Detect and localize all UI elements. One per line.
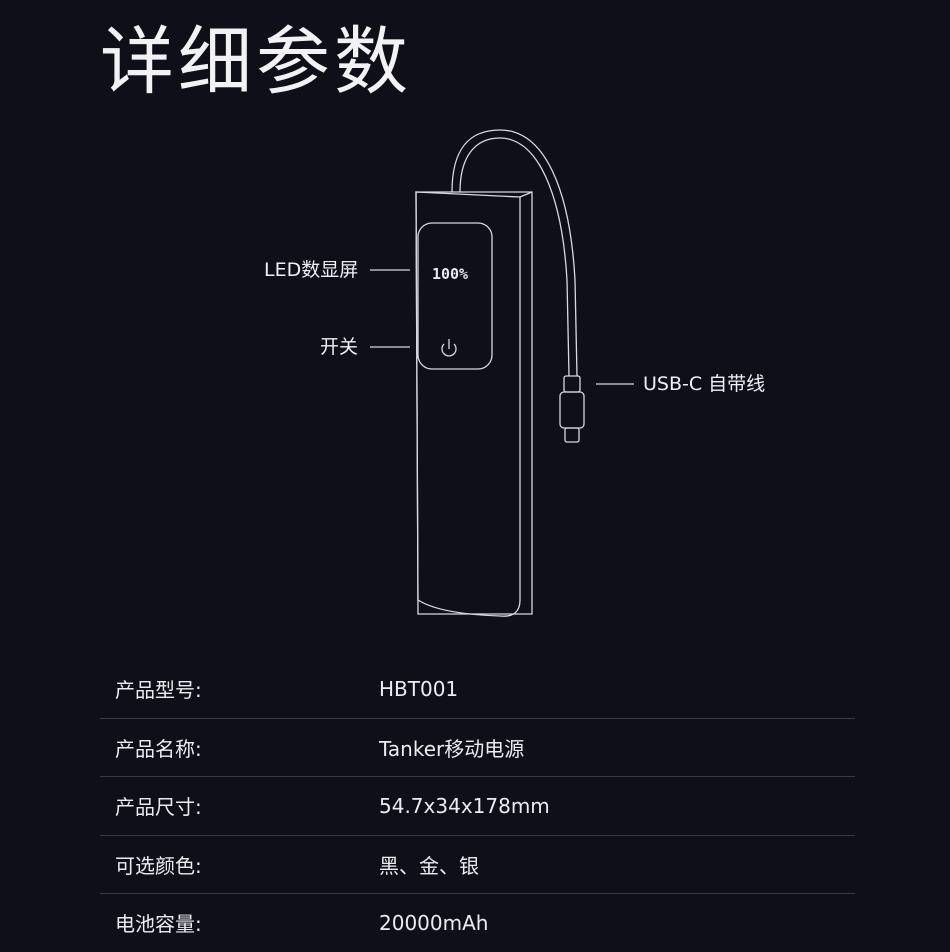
spec-value: Tanker移动电源 — [379, 736, 525, 761]
spec-label: 可选颜色: — [115, 853, 202, 878]
spec-label: 产品尺寸: — [115, 795, 202, 820]
led-display-label: LED数显屏 — [264, 259, 359, 281]
spec-label: 电池容量: — [115, 912, 202, 937]
spec-label: 产品型号: — [115, 678, 202, 703]
spec-row-capacity: 电池容量: 20000mAh — [100, 894, 855, 952]
spec-value: 20000mAh — [379, 910, 489, 935]
page-title: 详细参数 — [100, 19, 412, 105]
spec-row-size: 产品尺寸: 54.7x34x178mm — [100, 777, 855, 836]
usb-c-cable-label: USB-C 自带线 — [643, 373, 766, 395]
spec-label: 产品名称: — [115, 736, 202, 761]
spec-row-model: 产品型号: HBT001 — [100, 660, 855, 719]
spec-value: HBT001 — [379, 676, 459, 701]
usb-c-plug-icon — [563, 375, 581, 393]
spec-row-colors: 可选颜色: 黑、金、银 — [100, 836, 855, 894]
led-display-panel — [417, 222, 493, 370]
switch-label: 开关 — [320, 336, 359, 358]
power-button-icon — [441, 339, 457, 357]
led-readout: 100% — [432, 265, 468, 283]
spec-value: 54.7x34x178mm — [379, 793, 550, 818]
spec-table: 产品型号: HBT001 产品名称: Tanker移动电源 产品尺寸: 54.7… — [100, 660, 855, 952]
usb-c-cable — [451, 129, 578, 377]
power-bank-illustration: 100% — [370, 129, 634, 617]
spec-row-name: 产品名称: Tanker移动电源 — [100, 719, 855, 777]
power-bank-body — [415, 191, 533, 615]
spec-value: 黑、金、银 — [379, 853, 479, 878]
